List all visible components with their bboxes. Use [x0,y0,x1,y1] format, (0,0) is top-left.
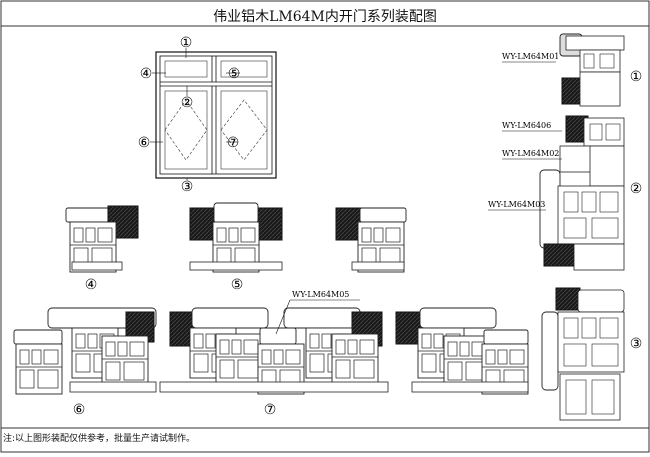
drawing-title: 伟业铝木LM64M内开门系列装配图 [213,9,437,25]
section-4-label: ④ [85,277,98,293]
section-6-mirror-profile [395,307,529,395]
callout-2: ② [181,95,194,111]
section-6-label: ⑥ [73,402,86,418]
right-callout-1: ① [630,69,643,85]
section-7-profile [159,307,389,395]
label-lm64m02: WY-LM64M02 [502,149,559,158]
right-callout-2: ② [630,181,643,197]
callout-5: ⑤ [228,66,241,82]
callout-1: ① [180,35,193,51]
footer-note: 注:以上图形装配仅供参考，批量生产请试制作。 [3,434,196,444]
door-elevation [155,51,277,179]
vertical-section-sill [541,287,625,421]
section-6-profile [13,307,157,395]
callout-7: ⑦ [227,135,240,151]
elevation-leaders [150,48,240,180]
m05-leader [275,299,291,335]
section-4-mirror-profile [335,207,407,273]
callout-3: ③ [181,179,194,195]
label-lm64m05: WY-LM64M05 [292,290,349,299]
callout-6: ⑥ [138,135,151,151]
vertical-section-middle [539,115,625,271]
section-5-profile [189,202,283,273]
callout-4: ④ [140,66,153,82]
section-4-profile [65,205,139,273]
label-lm6406: WY-LM6406 [502,121,551,130]
label-lm64m01: WY-LM64M01 [502,52,559,61]
label-lm64m03: WY-LM64M03 [488,200,545,209]
section-7-label: ⑦ [264,402,277,418]
section-5-label: ⑤ [231,277,244,293]
vertical-section-head [559,33,625,107]
right-callout-3: ③ [630,336,643,352]
